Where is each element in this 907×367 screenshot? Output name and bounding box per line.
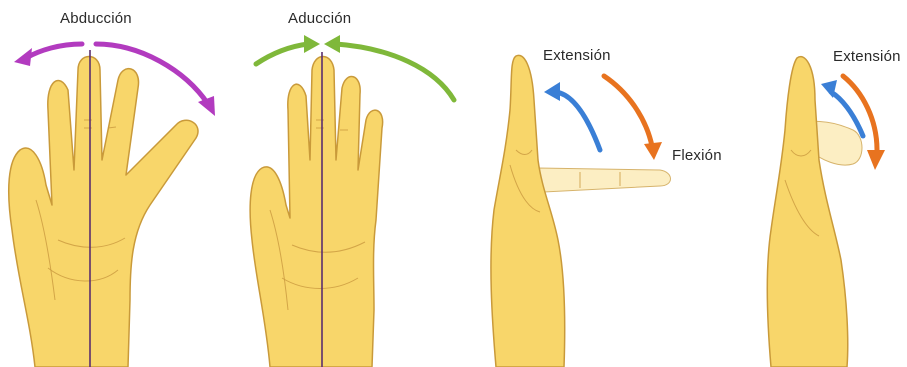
open-hand-together xyxy=(250,57,383,367)
flexion-extension-hand-illustration xyxy=(470,0,735,367)
flexion-arrow xyxy=(556,92,600,150)
adduction-hand-illustration xyxy=(230,0,470,367)
extension-arrow xyxy=(604,76,652,146)
adduction-panel: Aducción xyxy=(230,0,470,367)
abduction-arrow-right xyxy=(96,44,208,104)
extension-arrowhead-2 xyxy=(867,150,885,170)
extension-hand-illustration xyxy=(735,0,907,367)
side-hand-extended xyxy=(491,55,565,367)
flexed-fingers-ghost xyxy=(538,168,671,192)
abduction-arrowhead-right xyxy=(198,96,215,116)
adduction-arrowhead-left xyxy=(304,35,320,53)
adduction-arrow-left xyxy=(256,44,308,64)
abduction-panel: Abducción xyxy=(0,0,230,367)
side-hand-curled xyxy=(767,57,848,367)
abduction-arrow-left xyxy=(26,44,82,58)
flexion-arrowhead xyxy=(544,82,560,101)
adduction-arrowhead-right xyxy=(324,35,340,53)
extension-panel: Extensión xyxy=(735,0,907,367)
flexion-extension-panel: Extensión Flexión xyxy=(470,0,735,367)
open-hand-spread xyxy=(9,57,198,367)
abduction-arrowhead-left xyxy=(14,48,32,66)
abduction-hand-illustration xyxy=(0,0,230,367)
extension-arrowhead xyxy=(644,142,662,160)
